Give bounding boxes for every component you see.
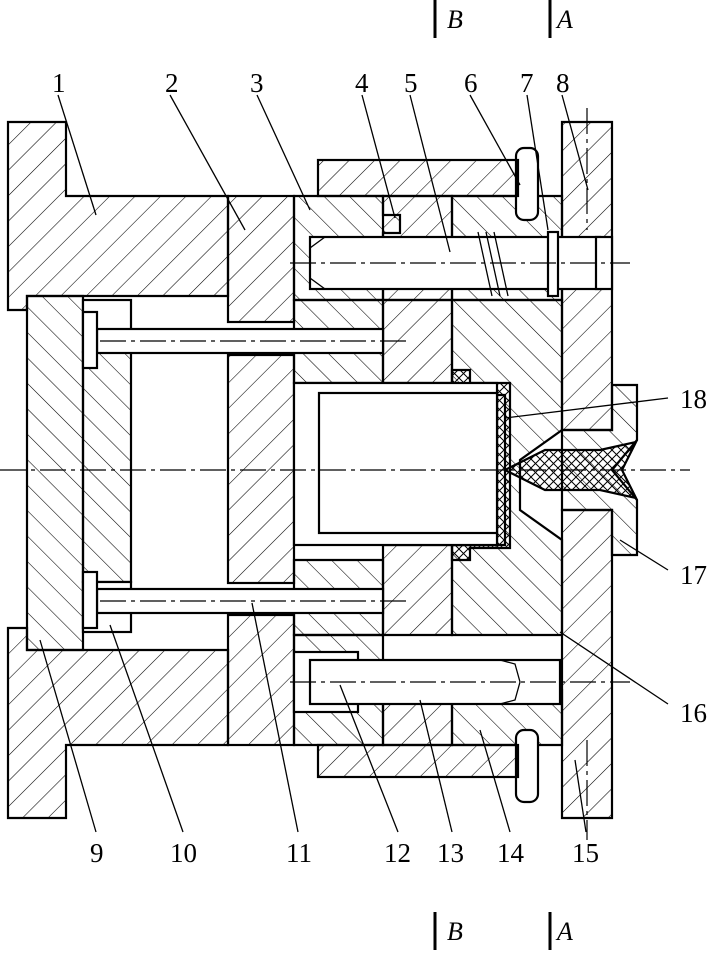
bottom-rail — [316, 743, 520, 779]
callout-3: 3 — [250, 68, 264, 98]
spacer-block-mid — [226, 353, 296, 585]
callout-5: 5 — [404, 68, 418, 98]
callout-4: 4 — [355, 68, 369, 98]
callout-16: 16 — [680, 698, 707, 728]
callout-14: 14 — [497, 838, 525, 868]
ejector-retainer-plate — [81, 350, 133, 584]
callout-12: 12 — [384, 838, 411, 868]
spring-7 — [477, 230, 560, 298]
section-label: A — [555, 5, 573, 34]
section-mark-bottom-a: A — [548, 912, 573, 950]
top-rail — [316, 158, 520, 198]
leaders — [39, 94, 669, 833]
callout-9: 9 — [90, 838, 104, 868]
callout-6: 6 — [464, 68, 478, 98]
callout-13: 13 — [437, 838, 464, 868]
callout-18: 18 — [680, 384, 707, 414]
spacer-block-top — [226, 194, 296, 324]
core-insert-step — [317, 391, 499, 535]
spacer-block-bottom — [226, 613, 296, 747]
section-label: B — [447, 917, 463, 946]
base-plate-bottom — [6, 626, 230, 820]
cavity-plate-lower — [381, 543, 454, 637]
callout-1: 1 — [52, 68, 66, 98]
callout-2: 2 — [165, 68, 179, 98]
section-mark-bottom-b: B — [433, 912, 463, 950]
callout-17: 17 — [680, 560, 707, 590]
section-mark-top-b: B — [433, 0, 463, 38]
ejector-pin-head-bottom — [81, 570, 99, 630]
section-label: B — [447, 5, 463, 34]
section-label: A — [555, 917, 573, 946]
callout-8: 8 — [556, 68, 570, 98]
callout-10: 10 — [170, 838, 197, 868]
callout-7: 7 — [520, 68, 534, 98]
callout-11: 11 — [286, 838, 312, 868]
ejector-pin-head-top — [81, 310, 99, 370]
section-mark-top-a: A — [548, 0, 573, 38]
screw-15-area — [514, 728, 540, 804]
base-plate-top — [6, 120, 230, 312]
ejector-base-plate — [25, 294, 85, 652]
callout-15: 15 — [572, 838, 599, 868]
guide-pin-tip — [499, 659, 521, 705]
